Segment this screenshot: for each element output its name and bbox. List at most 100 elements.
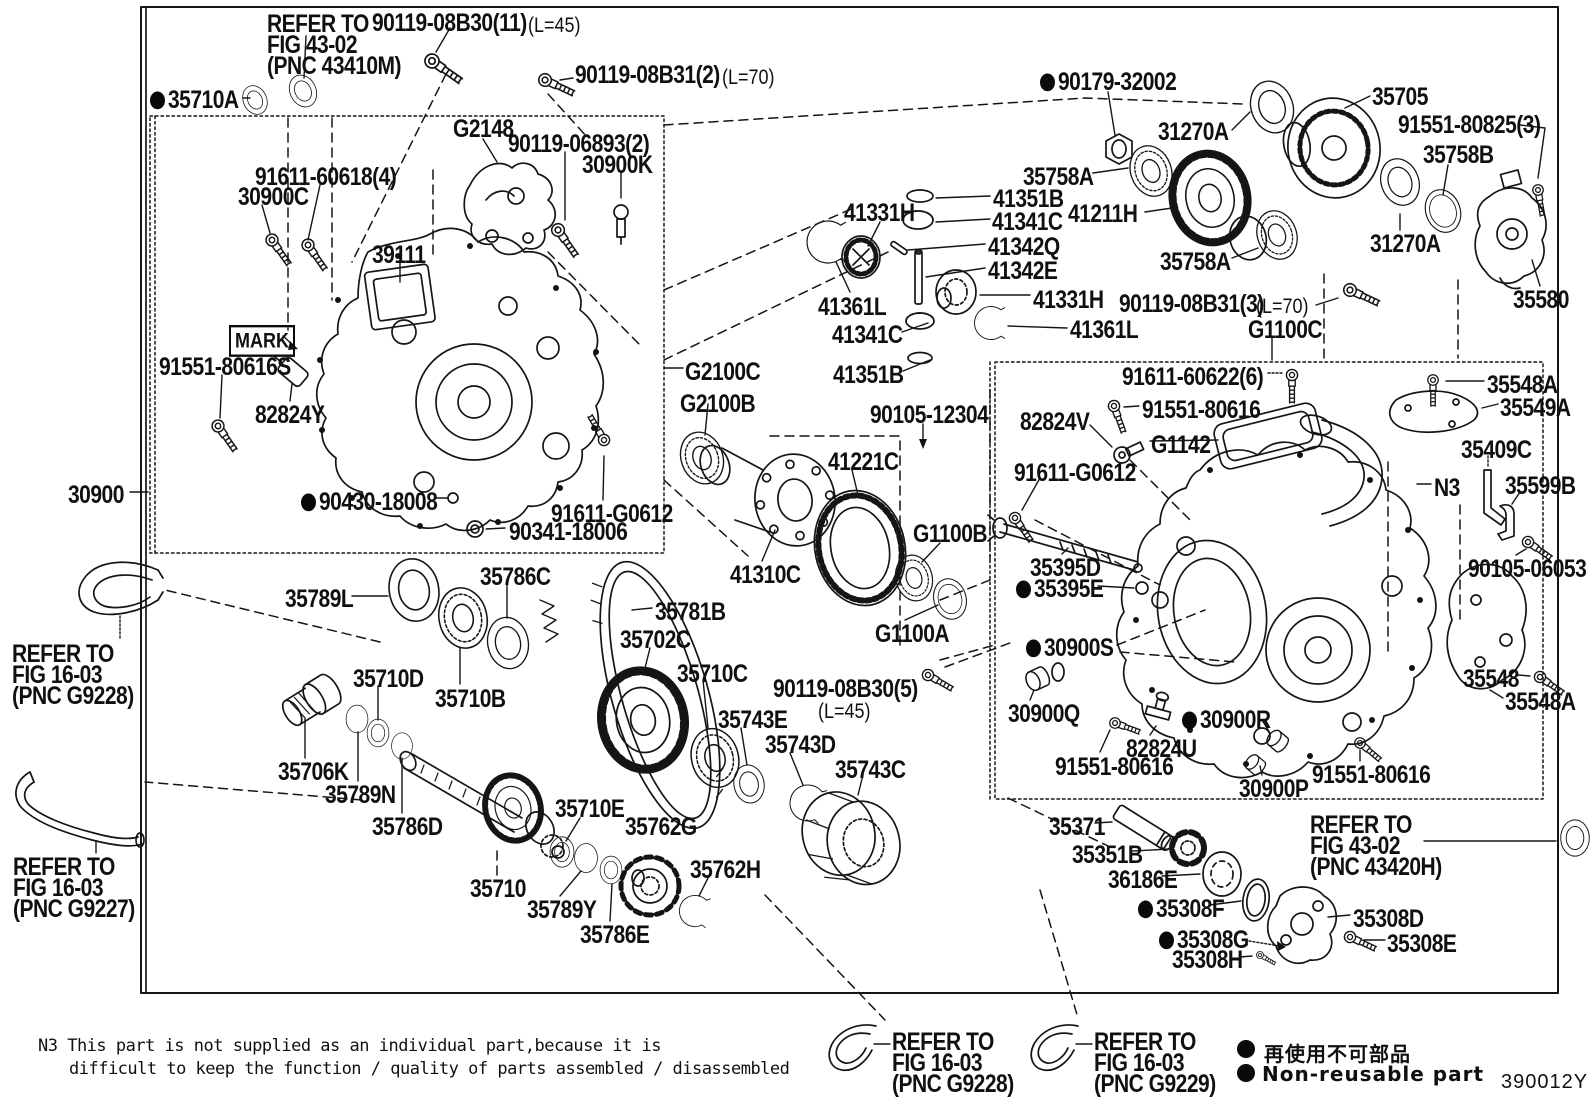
part-label: 30900S	[1026, 636, 1114, 661]
transfer-small-parts	[987, 368, 1567, 778]
part-label: 41341C	[832, 321, 903, 349]
part-label: G2148	[453, 115, 514, 143]
part-label: 41361L	[818, 293, 887, 321]
part-label: 30900Q	[1008, 700, 1080, 728]
part-label: 30900R	[1182, 708, 1271, 733]
legend-non-reusable-en: Non-reusable part	[1262, 1062, 1485, 1086]
sub-box-transaxle	[149, 115, 665, 554]
part-label: 41331H	[1033, 286, 1104, 314]
part-label: 91551-80825(3)	[1398, 111, 1541, 139]
part-label: 82824Y	[255, 401, 325, 429]
part-label: 91551-80616	[1312, 761, 1431, 789]
part-label: 35786C	[480, 563, 551, 591]
part-label: 35758A	[1160, 248, 1231, 276]
part-label: (PNC G9229)	[1094, 1070, 1216, 1098]
part-label: 35786E	[580, 921, 650, 949]
footnote-line2: difficult to keep the function / quality…	[69, 1059, 790, 1079]
part-label: 90430-18008	[301, 490, 438, 515]
part-label: 35786D	[372, 813, 443, 841]
part-label: 35710D	[353, 665, 424, 693]
part-label: 35758A	[1023, 163, 1094, 191]
leader-lines	[95, 27, 1557, 1045]
output-shaft-drawing	[281, 673, 711, 930]
part-label: 41331H	[844, 199, 915, 227]
part-label: 41351B	[993, 185, 1064, 213]
part-label: 91551-80616	[1142, 396, 1261, 424]
part-label: 91611-60618(4)	[255, 163, 397, 191]
part-label: 41341C	[992, 208, 1063, 236]
part-label: 35789L	[285, 585, 354, 613]
legend-dots	[1237, 1040, 1255, 1082]
part-label: 35599B	[1505, 472, 1576, 500]
part-label: 35308D	[1353, 905, 1424, 933]
part-label: G2100C	[685, 358, 761, 386]
non-reusable-dot-icon	[1138, 900, 1153, 919]
non-reusable-dot-icon	[301, 493, 316, 512]
part-label: FIG 16-03	[892, 1049, 983, 1077]
part-label: 35710	[470, 875, 526, 903]
drawing-number: 390012Y	[1501, 1071, 1589, 1093]
part-label: (PNC G9228)	[892, 1070, 1014, 1098]
part-label: REFER TO	[1094, 1028, 1196, 1056]
part-label: 35308H	[1172, 946, 1243, 974]
part-label: (PNC 43420H)	[1310, 853, 1442, 881]
oil-pump-kit-drawing	[1112, 804, 1590, 968]
part-label: 90119-08B31(2)	[575, 61, 720, 89]
part-label: 35789N	[325, 781, 396, 809]
part-label: 82824V	[1020, 408, 1090, 436]
part-label: (PNC G9227)	[13, 895, 135, 923]
part-label: 41351B	[833, 361, 904, 389]
part-label: 35308F	[1138, 897, 1225, 922]
part-label: (L=45)	[528, 13, 581, 37]
counter-gear-train-drawing	[1105, 74, 1549, 310]
part-label: 35762H	[690, 856, 761, 884]
part-label: 39111	[372, 241, 426, 269]
part-label: 41361L	[1070, 316, 1139, 344]
bolt-icons-top-left	[208, 50, 629, 538]
part-label: 90119-08B30(11)	[372, 9, 527, 37]
part-label: 41310C	[730, 561, 801, 589]
part-label: 35705	[1372, 83, 1428, 111]
part-label: 31270A	[1370, 230, 1441, 258]
main-border	[140, 6, 1559, 994]
part-label: 35549A	[1500, 394, 1571, 422]
part-label: N3	[1434, 474, 1460, 502]
oil-pump-35580-drawing	[1474, 169, 1547, 290]
part-label: 35351B	[1072, 841, 1143, 869]
part-label: REFER TO	[1310, 811, 1412, 839]
part-label: 91611-60622(6)	[1122, 363, 1264, 391]
clutch-drum-35743c	[801, 791, 901, 886]
part-label: (L=45)	[818, 699, 871, 723]
part-label: 91551-80616	[1055, 753, 1174, 781]
part-label: 90341-18006	[509, 518, 628, 546]
part-label: 35743E	[718, 706, 788, 734]
part-label: 35395D	[1030, 554, 1101, 582]
drive-chain-drawing	[383, 554, 956, 886]
part-label: G2100B	[680, 390, 756, 418]
non-reusable-dot-icon	[1159, 931, 1174, 950]
part-label: G1100A	[875, 620, 950, 648]
part-label: 91611-G0612	[551, 500, 673, 528]
part-label: 35702C	[620, 626, 691, 654]
part-label: 35710B	[435, 685, 506, 713]
non-reusable-dot-icon	[1182, 711, 1197, 730]
spider-gear-set-drawing	[806, 189, 1006, 365]
non-reusable-dot-icon	[1040, 73, 1055, 92]
part-label: G1142	[1151, 431, 1211, 459]
part-label: MARK	[229, 325, 295, 357]
non-reusable-dot-icon	[1016, 580, 1031, 599]
legend-non-reusable-ja: 再使用不可部品	[1264, 1042, 1411, 1066]
part-label: 35789Y	[527, 896, 597, 924]
part-label: (PNC G9228)	[12, 682, 134, 710]
reference-pipe-drawings	[15, 561, 1079, 1072]
part-label: FIG 16-03	[1094, 1049, 1185, 1077]
part-label: REFER TO	[892, 1028, 994, 1056]
part-label: 35580	[1513, 286, 1569, 314]
part-label: 91551-80616S	[159, 353, 291, 381]
part-label: (L=70)	[1256, 294, 1309, 318]
part-label: FIG 16-03	[13, 874, 104, 902]
part-label: 35781B	[655, 598, 726, 626]
part-label: REFER TO	[267, 10, 369, 38]
transfer-housing-drawing	[1115, 414, 1437, 779]
